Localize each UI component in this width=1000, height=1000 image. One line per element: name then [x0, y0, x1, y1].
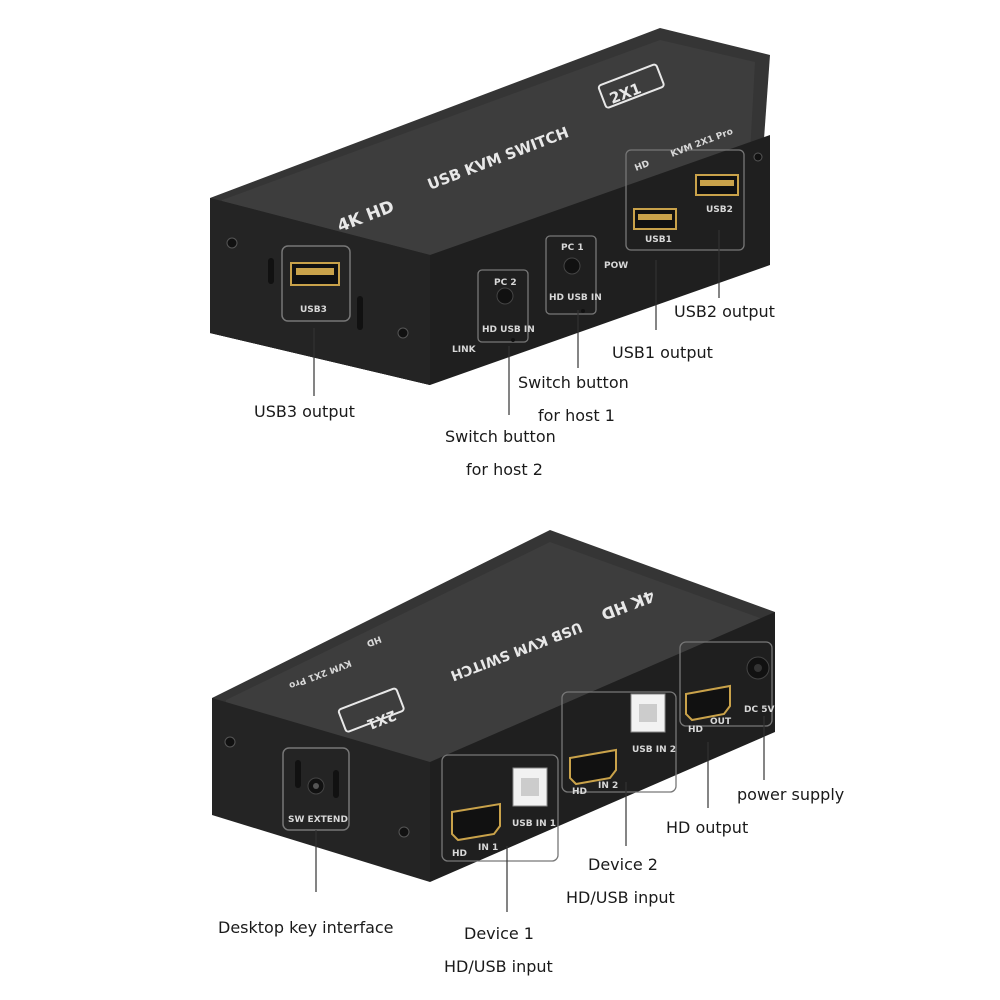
usb3-port-frame	[281, 245, 351, 322]
back-hd-label-1: HD	[452, 849, 467, 859]
usb3-label: USB3	[300, 305, 327, 315]
in1-label: IN 1	[478, 843, 498, 853]
callout-device1-line1: Device 1	[464, 924, 534, 943]
callout-device2-line1: Device 2	[588, 855, 658, 874]
callout-usb1-output: USB1 output	[612, 343, 713, 362]
callout-hd-output: HD output	[666, 818, 749, 837]
hdmi-out-port-icon	[685, 684, 731, 722]
device1-panel	[441, 754, 559, 862]
screw-icon	[753, 152, 763, 162]
usb-b-in1-port-inner	[521, 778, 539, 796]
in2-label: IN 2	[598, 781, 618, 791]
usb-b-in2-port-inner	[639, 704, 657, 722]
callout-device2-line2: HD/USB input	[566, 888, 675, 907]
switch-button-host1[interactable]	[563, 257, 581, 275]
usb1-label: USB1	[645, 235, 672, 245]
out-label: OUT	[710, 717, 732, 727]
usb2-label: USB2	[706, 205, 733, 215]
back-badge-frame	[337, 687, 405, 733]
screw-icon	[397, 327, 409, 339]
dc-power-jack-core	[754, 664, 762, 672]
pc1-panel	[545, 235, 597, 315]
pc1-label: PC 1	[561, 243, 584, 253]
callout-usb3-output: USB3 output	[254, 402, 355, 421]
pc2-hd-usb-in-label: HD USB IN	[482, 325, 535, 335]
screw-icon	[224, 736, 236, 748]
vent-slot	[268, 258, 274, 284]
sw-extend-label: SW EXTEND	[288, 815, 348, 825]
pow-label: POW	[604, 261, 628, 271]
led-indicator	[581, 309, 585, 313]
back-leader-lines	[315, 716, 765, 912]
callout-switch-host2-line2: for host 2	[466, 460, 543, 479]
callout-switch-host1-line2: for host 1	[538, 406, 615, 425]
output-panel	[679, 641, 773, 727]
front-leader-lines	[313, 230, 720, 415]
switch-button-host2[interactable]	[496, 287, 514, 305]
usb-in1-label: USB IN 1	[512, 819, 556, 829]
led-indicator	[511, 338, 515, 342]
callout-switch-host1-line1: Switch button	[518, 373, 629, 392]
screw-icon	[398, 826, 410, 838]
hdmi-in2-port-icon	[569, 748, 617, 786]
usb1-port-tongue	[638, 214, 672, 220]
link-label: LINK	[452, 345, 477, 355]
screw-icon	[226, 237, 238, 249]
vent-slot	[333, 770, 339, 798]
front-device-end-panel	[210, 198, 430, 385]
callout-switch-host2-line1: Switch button	[445, 427, 556, 446]
device2-panel	[561, 691, 677, 793]
desktop-key-jack-core	[313, 783, 319, 789]
pc2-panel	[477, 269, 529, 343]
callout-power-supply: power supply	[737, 785, 845, 804]
back-device: SW EXTEND HD IN 1 USB IN 1 HD IN 2 USB I…	[212, 530, 775, 882]
usb2-port-tongue	[700, 180, 734, 186]
callout-device1-line2: HD/USB input	[444, 957, 553, 976]
usb-in2-label: USB IN 2	[632, 745, 676, 755]
back-hd-label-2: HD	[572, 787, 587, 797]
back-hd-label-out: HD	[688, 725, 703, 735]
front-badge-frame	[597, 63, 665, 109]
vent-slot	[357, 296, 363, 330]
pc2-label: PC 2	[494, 278, 517, 288]
usb3-port-tongue	[296, 268, 334, 275]
back-device-front-face	[430, 612, 775, 882]
hdmi-in1-port-icon	[451, 802, 501, 842]
front-device-front-face	[430, 135, 770, 385]
usb1-usb2-panel	[625, 149, 745, 251]
callout-usb2-output: USB2 output	[674, 302, 775, 321]
front-device: USB3 PC 2 HD USB IN PC 1 HD USB IN POW L…	[210, 28, 770, 385]
pc1-hd-usb-in-label: HD USB IN	[549, 293, 602, 303]
dc5v-label: DC 5V	[744, 705, 774, 715]
callout-desktop-key: Desktop key interface	[218, 918, 394, 937]
vent-slot	[295, 760, 301, 788]
